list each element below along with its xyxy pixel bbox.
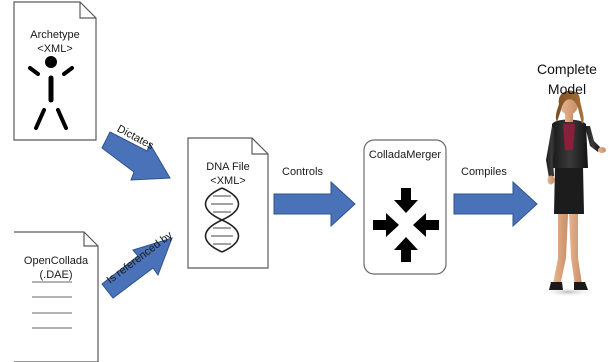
colladamerger-title: ColladaMerger [368,149,442,161]
archetype-title: Archetype [30,29,80,41]
controls-label: Controls [282,166,323,178]
compiles-label: Compiles [461,166,507,178]
arrow-controls [273,180,356,228]
dna-helix-icon [204,187,240,253]
complete-model-figure [542,90,606,297]
stick-figure-icon [28,56,74,130]
dna-file-document [187,137,269,269]
complete-label: Complete [537,61,597,77]
arrow-referenced [101,237,173,299]
opencollada-subtitle: (.DAE) [39,269,73,281]
arrow-dictates [101,131,171,181]
opencollada-title: OpenCollada [23,255,89,267]
colladamerger-box [363,139,447,275]
model-label: Model [547,81,587,97]
archetype-subtitle: <XML> [37,43,73,55]
arrow-compiles [453,180,538,228]
text-lines-icon [32,281,72,329]
dna-file-subtitle: <XML> [210,175,246,187]
archetype-document [13,1,97,141]
dna-file-title: DNA File [206,161,250,173]
merge-arrows-icon [373,188,439,262]
opencollada-document [14,231,99,362]
